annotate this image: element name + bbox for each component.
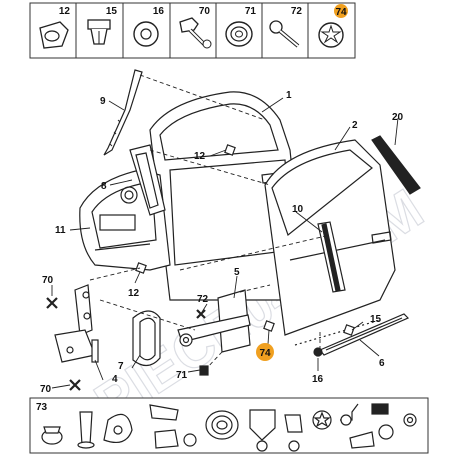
clip-74-a[interactable]	[263, 320, 275, 332]
part-number-label: 12	[59, 6, 71, 17]
strip-cell-72[interactable]: 72	[269, 6, 303, 48]
star-clip-icon[interactable]	[312, 410, 332, 430]
callout-5[interactable]: 5	[234, 267, 240, 278]
screw-72[interactable]	[196, 309, 206, 319]
sill-moulding-6[interactable]	[319, 313, 410, 356]
door-grommet-7[interactable]	[132, 310, 161, 367]
window-channel-20[interactable]	[371, 135, 421, 195]
callout-2[interactable]: 2	[352, 120, 358, 131]
part-number-label: 74	[335, 7, 347, 18]
callout-1[interactable]: 1	[286, 90, 292, 101]
clip-12-lower[interactable]	[135, 262, 147, 274]
nut-icon[interactable]	[378, 413, 417, 440]
callout-10[interactable]: 10	[292, 204, 304, 215]
bracket-clip-icon[interactable]	[249, 409, 303, 452]
grommet-icon[interactable]	[183, 433, 197, 447]
part-number-label: 73	[36, 402, 48, 413]
strip-cell-12[interactable]: 12	[39, 6, 71, 49]
plug-16[interactable]	[313, 347, 323, 357]
bolt-icon	[179, 17, 212, 49]
callout-8[interactable]: 8	[101, 181, 107, 192]
callout-74[interactable]: 74	[259, 348, 271, 359]
callout-11[interactable]: 11	[55, 225, 66, 236]
part-number-label: 72	[291, 6, 303, 17]
callout-71[interactable]: 71	[176, 370, 188, 381]
push-clip-icon	[87, 19, 111, 45]
part-number-label: 16	[153, 6, 165, 17]
strip-cell-70[interactable]: 70	[179, 6, 212, 49]
part-number-label: 71	[245, 6, 257, 17]
washer-icon	[133, 21, 159, 47]
part-number-label: 15	[106, 6, 118, 17]
callout-9[interactable]: 9	[100, 96, 106, 107]
part-number-label: 70	[199, 6, 211, 17]
callout-70-upper[interactable]: 70	[42, 275, 54, 286]
callout-15[interactable]: 15	[370, 314, 382, 325]
callout-12-lower[interactable]: 12	[128, 288, 140, 299]
plug-icon[interactable]	[41, 426, 63, 445]
callout-6[interactable]: 6	[379, 358, 385, 369]
bolt-70-upper[interactable]	[46, 297, 58, 309]
nut-71[interactable]	[199, 365, 209, 376]
clip-icon	[39, 21, 69, 49]
strip-cell-16[interactable]: 16	[133, 6, 165, 47]
wire-clip-icon[interactable]	[77, 411, 95, 449]
push-pin-icon[interactable]	[349, 403, 389, 449]
top-parts-strip: 12 15 16 70	[29, 2, 356, 59]
check-strap-5[interactable]	[177, 289, 251, 353]
callout-labels: 1 2 20 9 8 11 10 12 12 5 72 15 6 7 4 71 …	[40, 90, 404, 395]
callout-72[interactable]: 72	[197, 294, 209, 305]
cable-tie-icon[interactable]	[103, 413, 133, 443]
bellows-icon[interactable]	[205, 410, 239, 440]
screw-icon	[269, 20, 300, 48]
exploded-door-drawing	[46, 69, 421, 391]
strip-cell-15[interactable]: 15	[87, 6, 118, 45]
callout-7[interactable]: 7	[118, 361, 124, 372]
weatherstrip-9[interactable]	[103, 69, 143, 156]
bolt-70-lower[interactable]	[69, 379, 81, 391]
callout-20[interactable]: 20	[392, 112, 404, 123]
clip-12-upper[interactable]	[224, 144, 236, 156]
callout-12-upper[interactable]: 12	[194, 151, 206, 162]
strip-cell-71[interactable]: 71	[225, 6, 257, 47]
callout-4[interactable]: 4	[112, 374, 118, 385]
bottom-parts-strip: 73	[29, 397, 429, 454]
strip-cell-74[interactable]: 74	[318, 4, 348, 48]
callout-70-lower[interactable]: 70	[40, 384, 52, 395]
guide-rail-10[interactable]	[317, 221, 346, 293]
callout-16[interactable]: 16	[312, 374, 324, 385]
callout-74-highlight	[256, 343, 274, 361]
grommet-icon	[225, 21, 253, 47]
rivet-icon[interactable]	[340, 403, 359, 426]
pillar-trim-8[interactable]	[129, 144, 166, 216]
clip-74-b[interactable]	[343, 324, 355, 336]
star-clip-icon	[318, 22, 344, 48]
harness-clip-icon[interactable]	[149, 404, 179, 449]
door-hinge-4[interactable]	[54, 284, 99, 363]
assembly-guide-lines	[89, 74, 331, 371]
highlight-badge	[334, 4, 348, 18]
leader-lines	[51, 97, 399, 389]
